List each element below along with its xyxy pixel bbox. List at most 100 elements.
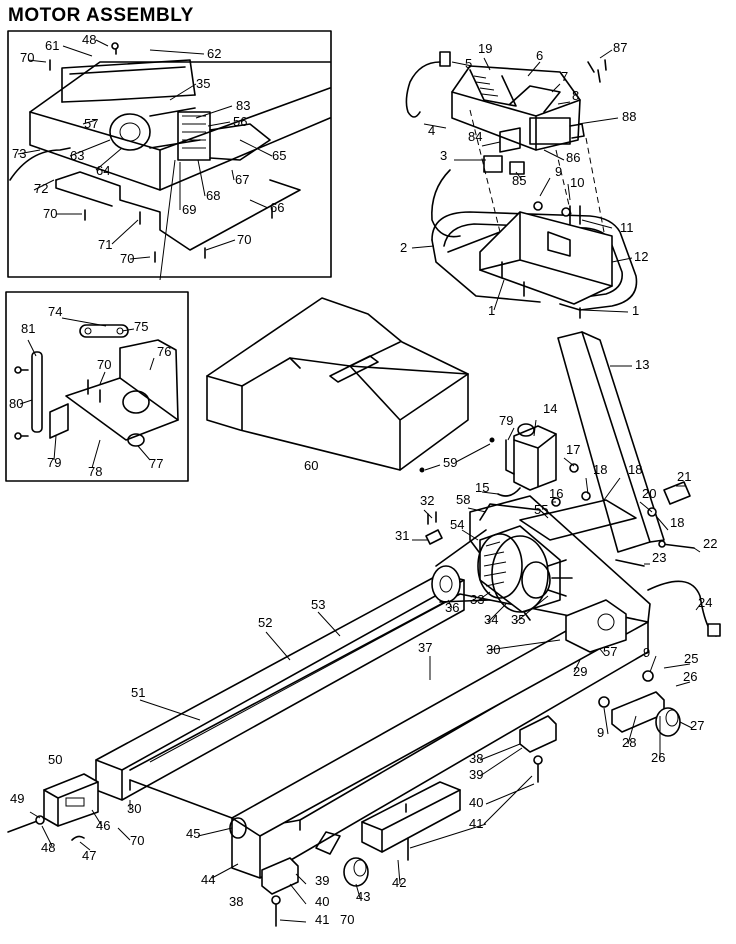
part-number-label: 65: [272, 148, 286, 163]
part-number-label: 72: [34, 181, 48, 196]
part-number-label: 29: [573, 664, 587, 679]
part-number-label: 25: [684, 651, 698, 666]
part-number-label: 30: [486, 642, 500, 657]
part-number-label: 41: [315, 912, 329, 927]
part-number-label: 45: [186, 826, 200, 841]
part-number-label: 70: [43, 206, 57, 221]
part-number-label: 7: [561, 69, 568, 84]
part-number-label: 59: [443, 455, 457, 470]
part-number-label: 28: [622, 735, 636, 750]
part-number-label: 12: [634, 249, 648, 264]
part-number-label: 13: [635, 357, 649, 372]
part-number-label: 9: [597, 725, 604, 740]
inset-motor-detail: [7, 30, 332, 281]
part-number-label: 35: [511, 612, 525, 627]
part-number-label: 42: [392, 875, 406, 890]
part-number-label: 4: [428, 123, 435, 138]
part-number-label: 38: [469, 751, 483, 766]
part-number-label: 48: [41, 840, 55, 855]
part-number-label: 84: [468, 129, 482, 144]
part-number-label: 36: [445, 600, 459, 615]
part-number-label: 54: [450, 517, 464, 532]
part-number-label: 76: [157, 344, 171, 359]
part-number-label: 26: [651, 750, 665, 765]
inset-bracket-detail: [5, 291, 189, 482]
part-number-label: 39: [315, 873, 329, 888]
part-number-label: 32: [420, 493, 434, 508]
motor-hood: [206, 297, 495, 473]
part-number-label: 48: [82, 32, 96, 47]
part-number-label: 30: [127, 801, 141, 816]
part-number-label: 38: [229, 894, 243, 909]
part-number-label: 63: [70, 148, 84, 163]
diagram-title: MOTOR ASSEMBLY: [8, 5, 194, 26]
part-number-label: 3: [440, 148, 447, 163]
part-number-label: 37: [418, 640, 432, 655]
part-number-label: 83: [236, 98, 250, 113]
console-assembly: [405, 49, 619, 238]
part-number-label: 70: [340, 912, 354, 927]
part-number-label: 16: [549, 486, 563, 501]
part-number-label: 86: [566, 150, 580, 165]
part-number-label: 74: [48, 304, 62, 319]
part-number-label: 1: [632, 303, 639, 318]
part-number-label: 50: [48, 752, 62, 767]
part-number-label: 47: [82, 848, 96, 863]
part-number-label: 64: [96, 163, 110, 178]
part-number-label: 19: [478, 41, 492, 56]
part-number-label: 56: [233, 114, 247, 129]
part-number-label: 34: [484, 612, 498, 627]
part-number-label: 80: [9, 396, 23, 411]
part-number-label: 88: [622, 109, 636, 124]
drive-motor: [412, 419, 703, 653]
part-number-label: 41: [469, 816, 483, 831]
part-number-label: 33: [470, 592, 484, 607]
part-number-label: 14: [543, 401, 557, 416]
part-number-label: 20: [642, 486, 656, 501]
part-number-label: 11: [620, 220, 634, 235]
part-number-label: 78: [88, 464, 102, 479]
part-number-label: 17: [566, 442, 580, 457]
part-number-label: 69: [182, 202, 196, 217]
part-number-label: 87: [613, 40, 627, 55]
part-number-label: 70: [97, 357, 111, 372]
part-number-label: 40: [315, 894, 329, 909]
part-number-label: 31: [395, 528, 409, 543]
part-number-label: 6: [536, 48, 543, 63]
part-number-label: 46: [96, 818, 110, 833]
part-number-label: 35: [196, 76, 210, 91]
part-number-label: 66: [270, 200, 284, 215]
part-number-label: 1: [488, 303, 495, 318]
part-number-label: 71: [98, 237, 112, 252]
part-number-label: 10: [570, 175, 584, 190]
part-number-label: 39: [469, 767, 483, 782]
part-number-label: 67: [235, 172, 249, 187]
part-number-label: 15: [475, 480, 489, 495]
part-number-label: 18: [670, 515, 684, 530]
part-number-label: 9: [643, 645, 650, 660]
part-number-label: 60: [304, 458, 318, 473]
part-number-label: 62: [207, 46, 221, 61]
part-number-label: 81: [21, 321, 35, 336]
part-number-label: 8: [572, 88, 579, 103]
part-number-label: 77: [149, 456, 163, 471]
part-number-label: 21: [677, 469, 691, 484]
part-number-label: 70: [130, 833, 144, 848]
part-number-label: 58: [456, 492, 470, 507]
part-number-label: 75: [134, 319, 148, 334]
handlebar-upright: [411, 109, 665, 553]
part-number-label: 68: [206, 188, 220, 203]
part-number-label: 18: [628, 462, 642, 477]
part-number-label: 44: [201, 872, 215, 887]
part-number-label: 55: [534, 502, 548, 517]
part-number-label: 40: [469, 795, 483, 810]
part-number-label: 23: [652, 550, 666, 565]
part-number-label: 57: [603, 644, 617, 659]
part-number-label: 27: [690, 718, 704, 733]
part-number-label: 51: [131, 685, 145, 700]
part-number-label: 24: [698, 595, 712, 610]
part-number-label: 22: [703, 536, 717, 551]
